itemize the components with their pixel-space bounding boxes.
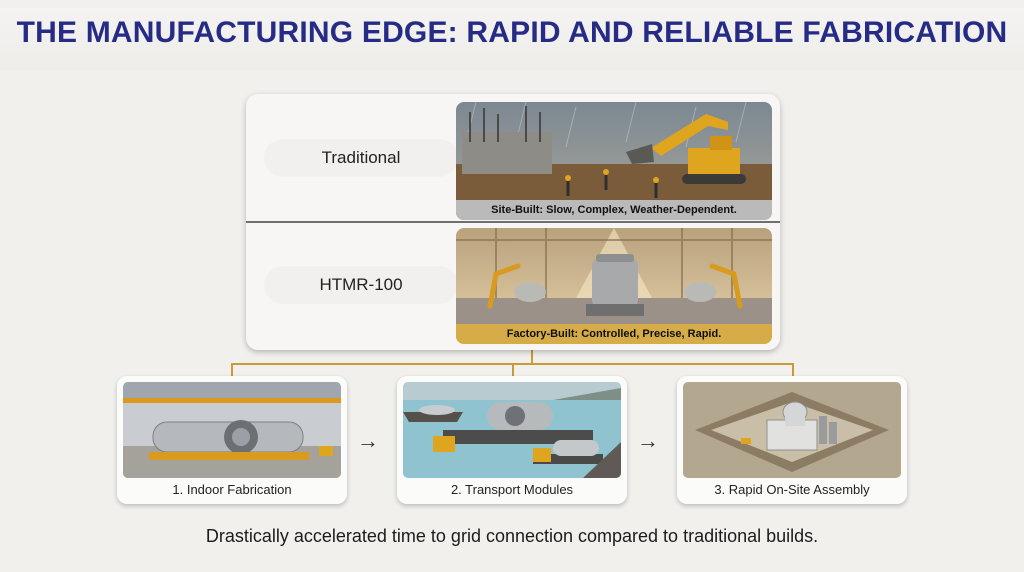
assembly-site-illustration [683, 382, 901, 478]
page-title: THE MANUFACTURING EDGE: RAPID AND RELIAB… [16, 16, 1008, 49]
transport-ship-illustration [403, 382, 621, 478]
row-divider [246, 221, 780, 223]
htmr-label: HTMR-100 [264, 266, 458, 304]
fabrication-hall-illustration [123, 382, 341, 478]
step-label-3: 3. Rapid On-Site Assembly [714, 482, 870, 497]
step-card-rapid-assembly: 3. Rapid On-Site Assembly [677, 376, 907, 504]
title-band [0, 8, 1024, 70]
rapid-assembly-image [683, 382, 901, 478]
indoor-fabrication-image [123, 382, 341, 478]
traditional-label: Traditional [264, 139, 458, 177]
footer-text: Drastically accelerated time to grid con… [205, 526, 819, 546]
traditional-caption: Site-Built: Slow, Complex, Weather-Depen… [456, 200, 772, 220]
comparison-panel: Traditional [246, 94, 780, 350]
right-arrow-icon: → [357, 428, 379, 453]
step-label-2: 2. Transport Modules [450, 482, 574, 497]
transport-modules-image [403, 382, 621, 478]
htmr-image: Factory-Built: Controlled, Precise, Rapi… [456, 228, 772, 344]
htmr-caption: Factory-Built: Controlled, Precise, Rapi… [456, 324, 772, 344]
right-arrow-icon: → [637, 428, 659, 453]
step-card-indoor-fabrication: 1. Indoor Fabrication [117, 376, 347, 504]
step-label-1: 1. Indoor Fabrication [172, 482, 292, 497]
step-card-transport-modules: 2. Transport Modules [397, 376, 627, 504]
traditional-image: Site-Built: Slow, Complex, Weather-Depen… [456, 102, 772, 220]
